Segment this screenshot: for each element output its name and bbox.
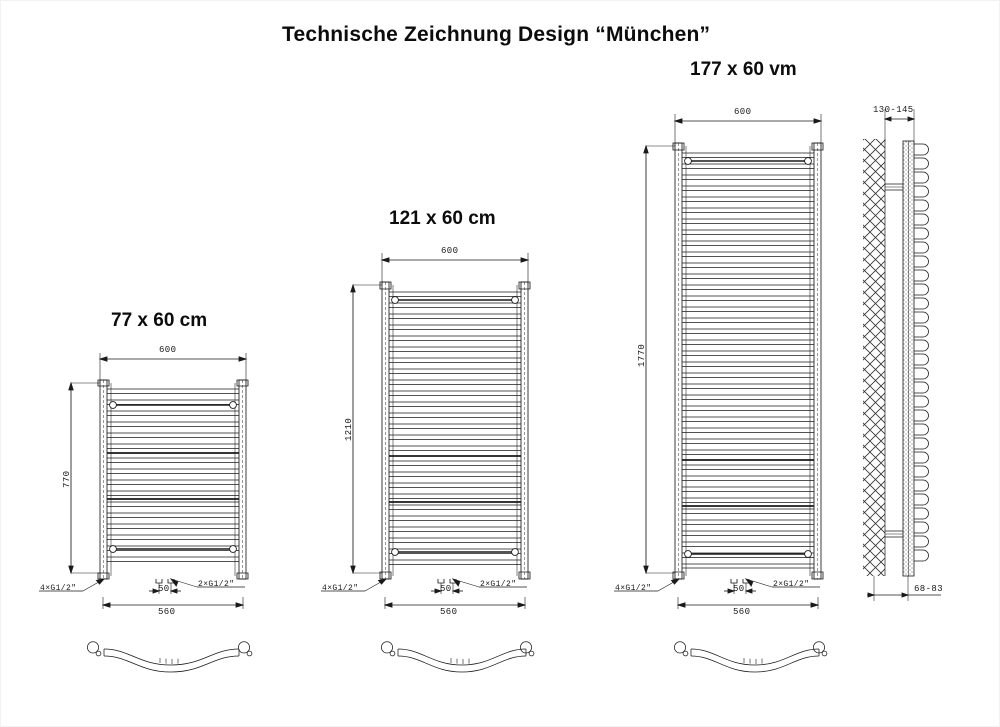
bracket-detail-3-shape xyxy=(674,641,828,673)
dim-width-177x60: 600 xyxy=(734,107,752,117)
label-connection-left-77x60: 4×G1/2" xyxy=(40,584,77,593)
bracket-detail-2-shape xyxy=(381,641,535,673)
radiator-drawing-77x60 xyxy=(39,353,249,609)
dim-base-177x60: 560 xyxy=(733,607,751,617)
variant-label-121x60: 121 x 60 cm xyxy=(389,208,496,229)
dim-base-121x60: 560 xyxy=(440,607,458,617)
label-connection-center-177x60: 2×G1/2" xyxy=(773,580,810,589)
variant-label-77x60: 77 x 60 cm xyxy=(111,310,208,331)
dim-height-121x60: 1210 xyxy=(344,417,354,441)
dim-depth-bottom: 68-83 xyxy=(914,584,944,594)
dim-height-177x60: 1770 xyxy=(637,343,647,367)
side-profile-drawing xyxy=(863,109,941,601)
label-connection-center-77x60: 2×G1/2" xyxy=(198,580,235,589)
dim-depth-top: 130-145 xyxy=(873,105,914,115)
bracket-detail-1-shape xyxy=(87,641,253,673)
dim-width-77x60: 600 xyxy=(159,345,177,355)
label-connection-center-121x60: 2×G1/2" xyxy=(480,580,517,589)
page-title: Technische Zeichnung Design “München” xyxy=(282,23,711,46)
radiator-drawing-121x60 xyxy=(321,253,531,609)
dim-spacing-121x60: 50 xyxy=(440,584,452,594)
variant-label-177x60: 177 x 60 vm xyxy=(690,59,797,80)
dim-width-121x60: 600 xyxy=(441,246,459,256)
dim-spacing-77x60: 50 xyxy=(158,584,170,594)
dim-height-77x60: 770 xyxy=(62,470,72,488)
label-connection-left-177x60: 4×G1/2" xyxy=(615,584,652,593)
radiator-drawing-177x60 xyxy=(614,114,824,609)
dim-base-77x60: 560 xyxy=(158,607,176,617)
label-connection-left-121x60: 4×G1/2" xyxy=(322,584,359,593)
dim-spacing-177x60: 50 xyxy=(733,584,745,594)
